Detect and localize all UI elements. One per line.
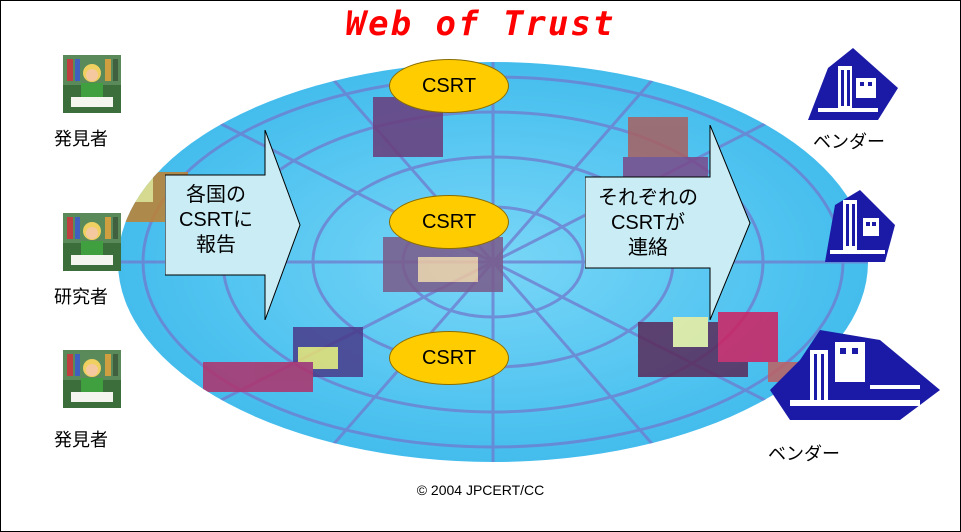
contact-arrow-right [585, 125, 751, 320]
reporter-label: 発見者 [54, 430, 108, 450]
vendor-label: ベンダー [768, 444, 840, 464]
contact-arrow-right-text: それぞれの CSRTが 連絡 [587, 186, 709, 261]
csirt-node-bottom: CSRT [389, 331, 509, 385]
researcher-label: 研究者 [54, 287, 108, 307]
report-arrow-left-line: CSRTに [178, 209, 254, 231]
report-arrow-left-text: 各国の CSRTに 報告 [165, 183, 267, 258]
report-arrow-left [165, 130, 301, 320]
building-icon [808, 48, 898, 120]
csirt-node-middle: CSRT [389, 195, 509, 249]
building-icon [770, 330, 940, 420]
contact-arrow-right-line: それぞれの [598, 187, 698, 209]
person-reading-icon [63, 350, 121, 408]
csirt-node-top: CSRT [389, 59, 509, 113]
contact-arrow-right-line: CSRTが [610, 212, 686, 234]
copyright-footer: © 2004 JPCERT/CC [416, 482, 545, 498]
person-reading-icon [63, 213, 121, 271]
reporter-label: 発見者 [54, 129, 108, 149]
report-arrow-left-line: 各国の [186, 184, 246, 206]
contact-arrow-right-line: 連絡 [628, 237, 668, 259]
person-reading-icon [63, 55, 121, 113]
slide-title: Web of Trust [345, 4, 616, 44]
building-icon [825, 190, 895, 262]
report-arrow-left-line: 報告 [196, 234, 236, 256]
vendor-label: ベンダー [813, 132, 885, 152]
